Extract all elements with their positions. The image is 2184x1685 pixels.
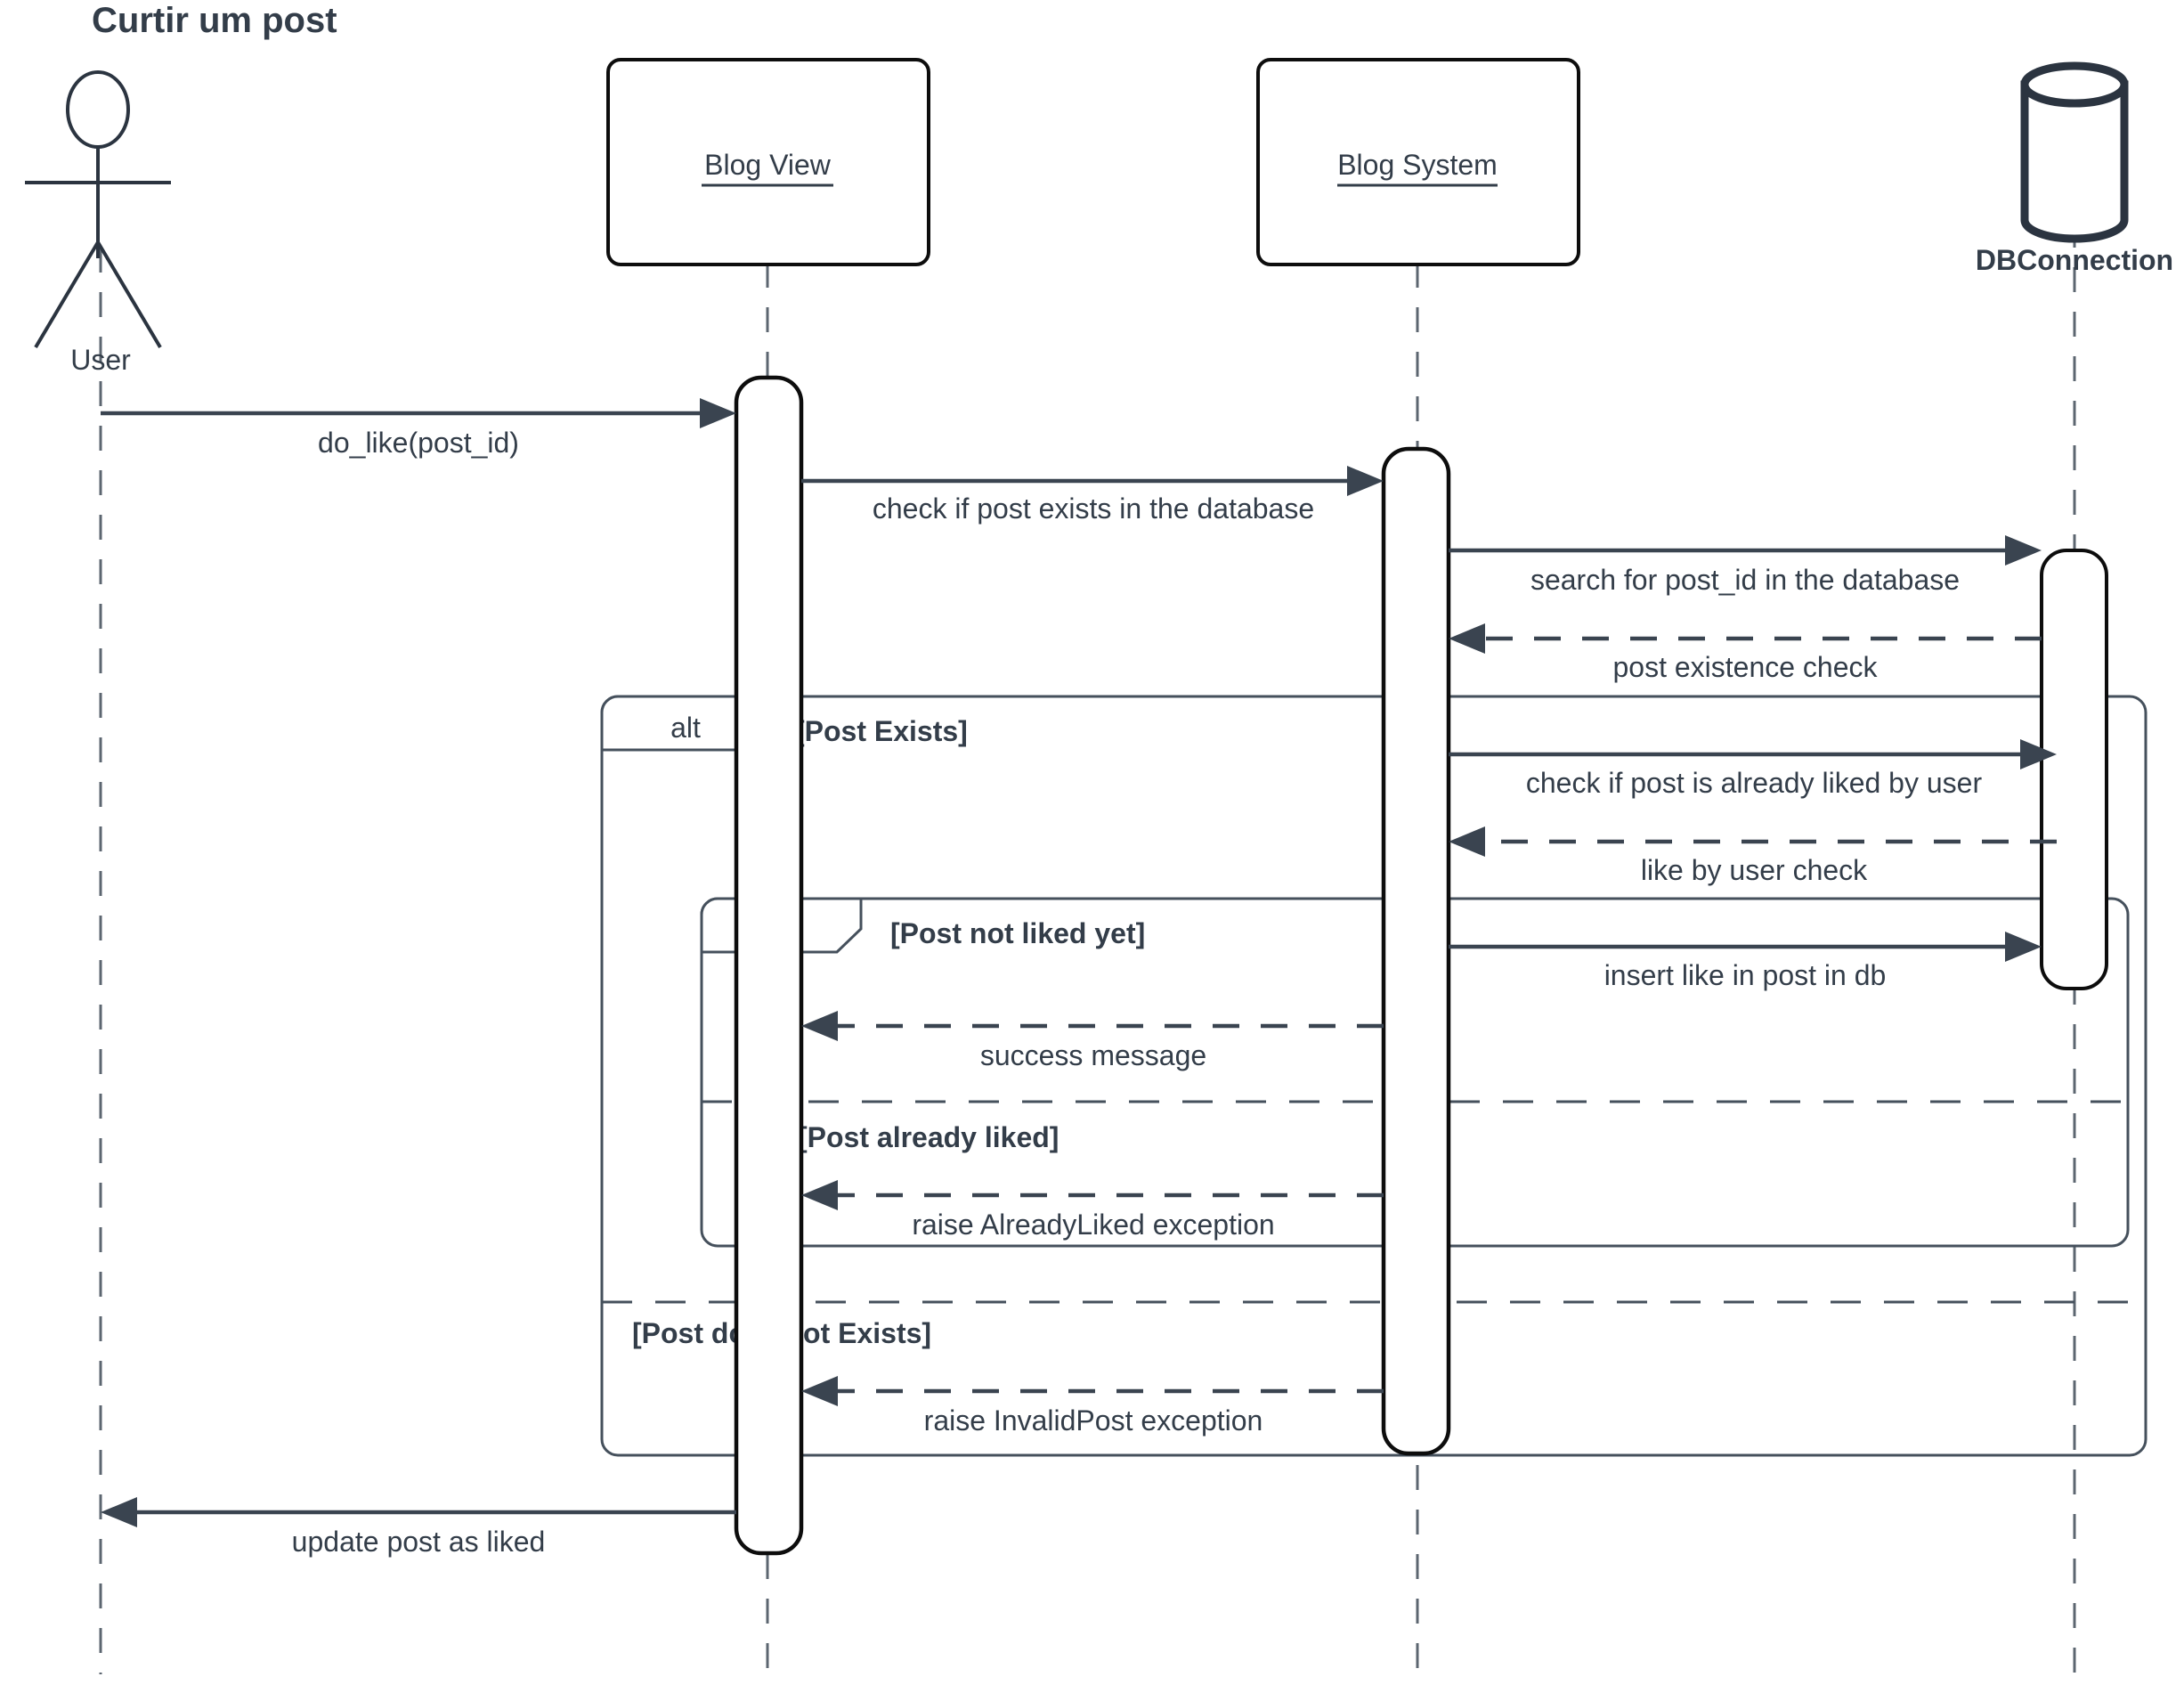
message-raise-invalidpost[interactable]: raise InvalidPost exception: [801, 1376, 1384, 1437]
message-label-search-post-id: search for post_id in the database: [1530, 564, 1960, 596]
message-like-by-user-check[interactable]: like by user check: [1449, 826, 2057, 886]
arrowhead-left-icon: [101, 1497, 137, 1527]
arrowhead-right-icon: [700, 398, 736, 428]
participant-label-user: User: [70, 344, 131, 376]
activation-blog-system: [1381, 446, 1451, 1456]
participant-blog-system[interactable]: Blog System: [1256, 58, 1580, 266]
actor-leg-right: [96, 240, 162, 349]
arrowhead-left-icon: [1449, 623, 1485, 654]
participant-label-dbconnection: DBConnection: [1976, 244, 2173, 276]
message-label-raise-invalidpost: raise InvalidPost exception: [924, 1404, 1263, 1437]
arrowhead-right-icon: [2020, 739, 2057, 769]
arrowhead-left-icon: [801, 1376, 838, 1406]
arrowhead-right-icon: [1347, 466, 1384, 496]
message-label-insert-like: insert like in post in db: [1604, 959, 1887, 991]
message-label-do-like: do_like(post_id): [318, 427, 519, 459]
fragment-outer-alt[interactable]: alt [Post Exists] [Post does not Exists]: [600, 695, 2147, 1457]
arrowhead-left-icon: [801, 1180, 838, 1210]
participant-box-blog-view: [606, 58, 930, 266]
fragment-outer-alt-guard-1: [Post Exists]: [795, 715, 968, 747]
arrowhead-right-icon: [2005, 535, 2042, 566]
arrowhead-right-icon: [2005, 932, 2042, 962]
fragment-outer-alt-kind: alt: [670, 712, 701, 744]
message-success[interactable]: success message: [801, 1011, 1384, 1071]
actor-head-icon: [66, 70, 130, 149]
message-label-update-post-as-liked: update post as liked: [292, 1526, 546, 1558]
activation-dbconnection: [2040, 549, 2108, 990]
message-search-post-id[interactable]: search for post_id in the database: [1449, 535, 2042, 596]
message-label-check-already-liked: check if post is already liked by user: [1526, 767, 1983, 799]
activation-bars: [734, 375, 2108, 1556]
fragment-inner-alt-guard-2: [Post already liked]: [798, 1121, 1059, 1153]
participant-dbconnection[interactable]: DBConnection: [1976, 61, 2173, 276]
fragment-inner-alt-guard-1: [Post not liked yet]: [890, 917, 1145, 949]
message-label-check-post-exists: check if post exists in the database: [873, 492, 1314, 525]
message-update-post-as-liked[interactable]: update post as liked: [101, 1497, 736, 1558]
message-label-success: success message: [980, 1039, 1206, 1071]
message-insert-like[interactable]: insert like in post in db: [1449, 932, 2042, 991]
participant-user[interactable]: User: [25, 70, 171, 376]
message-label-like-by-user-check: like by user check: [1641, 854, 1868, 886]
message-label-post-existence-check: post existence check: [1612, 651, 1878, 683]
fragment-outer-alt-border: [600, 695, 2147, 1457]
message-check-post-exists[interactable]: check if post exists in the database: [801, 466, 1384, 525]
message-post-existence-check[interactable]: post existence check: [1449, 623, 2042, 683]
actor-leg-left: [34, 240, 100, 349]
arrowhead-left-icon: [1449, 826, 1485, 857]
participant-blog-view[interactable]: Blog View: [606, 58, 930, 266]
participant-box-blog-system: [1256, 58, 1580, 266]
arrowhead-left-icon: [801, 1011, 838, 1041]
database-cylinder-top-icon: [2020, 61, 2129, 108]
database-cylinder-icon: [2020, 80, 2129, 243]
activation-blog-view: [734, 375, 804, 1556]
page-title: Curtir um post: [92, 1, 337, 40]
message-raise-alreadyliked[interactable]: raise AlreadyLiked exception: [801, 1180, 1384, 1241]
message-do-like[interactable]: do_like(post_id): [101, 398, 736, 459]
message-check-already-liked[interactable]: check if post is already liked by user: [1449, 739, 2057, 799]
message-label-raise-alreadyliked: raise AlreadyLiked exception: [912, 1209, 1274, 1241]
participant-label-blog-view: Blog View: [704, 149, 832, 181]
participant-label-blog-system: Blog System: [1337, 149, 1498, 181]
